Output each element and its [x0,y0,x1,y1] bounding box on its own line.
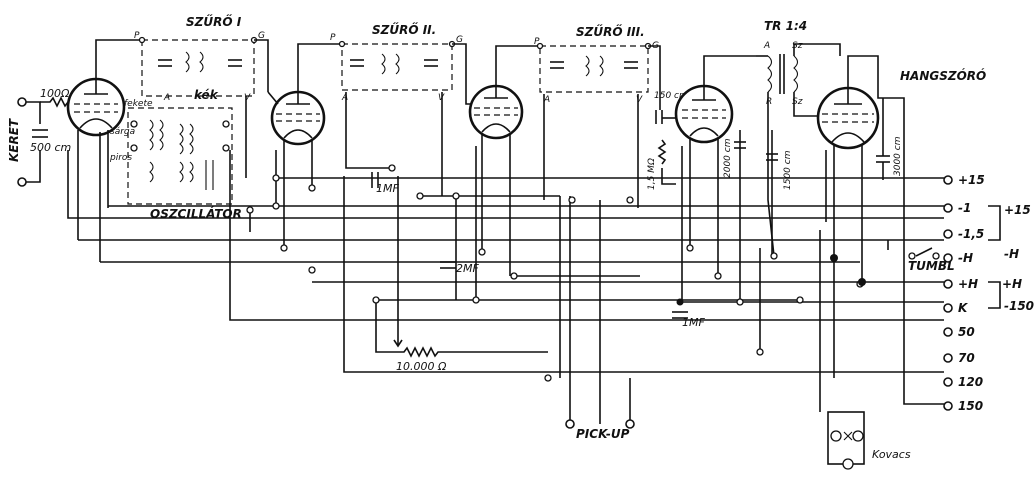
terminal-9 [943,401,953,411]
terminal-3 [943,253,953,263]
terminal-label-3: -H [958,251,973,265]
terminal-7 [943,353,953,363]
filter-1: P G A V SZŰRŐ I [134,14,269,178]
terminal-label-4: +H [958,277,978,291]
label-150cm: 150 cm [654,91,688,101]
bus-lines [67,150,944,424]
pin-p1: P [134,31,140,41]
label-1mf-a: 1MF [376,182,399,195]
terminal-label-6: 50 [958,325,975,339]
label-tr: TR 1:4 [764,19,807,33]
pin-g2: G [456,35,463,45]
label-signature: Kovacs [872,448,911,461]
pin-a3: A [543,95,550,105]
pin-a1: A [163,93,170,103]
pin-p2: P [330,33,336,43]
label-100ohm: 100Ω [40,87,70,100]
pin-a2: A [341,93,348,103]
pickup: PICK-UP [565,378,635,441]
pin-v3: V [636,95,643,105]
pin-r4: R [766,97,772,107]
pin-v1: V [244,93,251,103]
terminal-label-5: K [958,301,969,315]
pin-sz4b: Sz [792,97,803,107]
label-szuro1: SZŰRŐ I [186,14,242,29]
label-2000cm: 2000 cm [723,138,733,178]
terminal-label-1: -1 [958,201,971,215]
coupling-150cm: 150 cm 1,5 MΩ [647,91,688,190]
tube-2 [267,43,342,248]
terminal-block: +15 -1 -1,5 -H +H K 50 70 120 150 [943,173,985,413]
bracket-label-3: +H [1002,277,1022,291]
terminal-2 [943,229,953,239]
terminal-4 [943,279,953,289]
tube-4 [674,55,756,302]
terminal-label-8: 120 [958,375,983,389]
potentiometer: 10.000 Ω [392,320,548,373]
label-1500cm: 1500 cm [783,150,793,190]
terminal-6 [943,327,953,337]
label-tumbl: TUMBL [908,259,955,273]
tube-1 [66,39,142,262]
pin-p3: P [534,37,540,47]
terminal-label-9: 150 [958,399,983,413]
bracket-label-4: -150 [1004,299,1034,313]
label-fekete: fekete [124,99,153,109]
bus-caps: 1MF 2MF 1MF [371,172,705,329]
oscillator-block: fekete sárga piros kék OSZCILLÁTOR [109,88,242,221]
terminal-1 [943,203,953,213]
tube-3 [468,45,540,300]
filter-3: P G A V SZŰRŐ III. [534,24,661,208]
label-2mf: 2MF [456,262,479,275]
filter-2: P G A V SZŰRŐ II. [330,22,478,196]
label-sarga: sárga [110,127,135,137]
label-pickup: PICK-UP [576,427,630,441]
frame-input: KERET 500 cm 100Ω [7,87,82,187]
terminal-8 [943,377,953,387]
pin-a4: A [763,41,770,51]
pin-g1: G [258,31,265,41]
speaker: HANGSZÓRÓ 3000 cm [876,68,986,405]
switch-and-lamp: TUMBL Kovacs [827,247,955,470]
label-szuro3: SZŰRŐ III. [576,24,645,39]
terminal-label-0: +15 [958,173,985,187]
label-1mf-b: 1MF [682,316,705,329]
terminal-5 [943,303,953,313]
label-10000ohm: 10.000 Ω [396,360,447,373]
caps-mid: 2000 cm 1500 cm [723,130,793,300]
terminal-label-2: -1,5 [958,227,984,241]
bracket-label-2: -H [1004,247,1019,261]
terminal-0 [943,175,953,185]
label-hangszoro: HANGSZÓRÓ [900,68,986,83]
tube-5 [816,55,880,378]
label-1-5mohm: 1,5 MΩ [647,158,657,190]
brackets: +15 -H +H -150 [988,203,1034,313]
label-piros: piros [109,153,132,163]
label-500cm: 500 cm [30,141,71,154]
label-keret: KERET [7,118,21,162]
junctions [246,164,866,382]
label-szuro2: SZŰRŐ II. [372,22,436,37]
pin-sz4: Sz [792,41,803,51]
terminal-label-7: 70 [958,351,975,365]
bracket-label-1: +15 [1004,203,1031,217]
label-kek: kék [194,88,219,102]
label-3000cm: 3000 cm [893,136,903,176]
